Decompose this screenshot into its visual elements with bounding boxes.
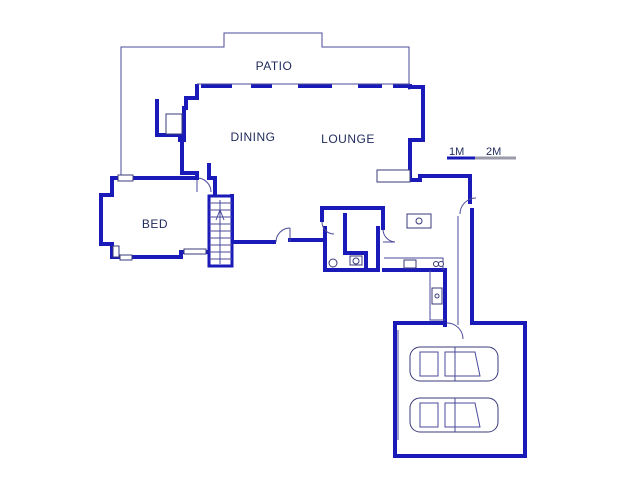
scale-label-2m: 2M [486,146,501,158]
staircase [207,194,234,268]
garage [393,321,527,458]
scale-label-1m: 1M [449,146,464,158]
room-label-bed: BED [142,217,168,231]
dining-fixtures [165,113,411,193]
patio-outline [120,32,410,175]
scale-bar: 1M 2M [447,146,516,160]
car-icon [409,346,499,382]
kitchen [382,213,447,327]
garage-corridor [457,193,477,325]
room-label-dining: DINING [231,130,276,144]
passage-door [275,227,291,243]
room-label-lounge: LOUNGE [321,132,375,146]
car-icon [409,397,499,433]
bathroom-walls [320,206,396,272]
room-label-patio: PATIO [256,59,293,73]
